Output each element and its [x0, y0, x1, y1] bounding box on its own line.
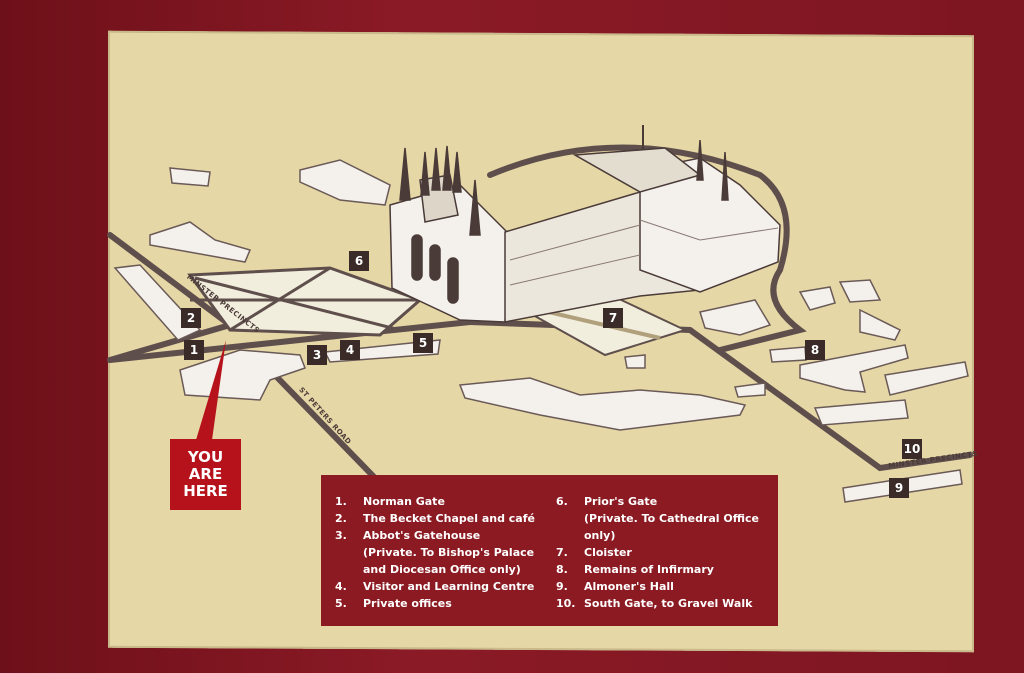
cathedral — [389, 125, 781, 323]
building — [734, 382, 766, 398]
building — [149, 221, 252, 263]
marker-5[interactable]: 5 — [413, 333, 433, 353]
buildings — [113, 159, 969, 503]
legend-column-right: 6.Prior's Gate (Private. To Cathedral Of… — [556, 493, 778, 612]
legend-item: 1.Norman Gate — [335, 495, 445, 508]
road-st-peters — [267, 367, 378, 481]
building — [169, 167, 211, 187]
legend-item: 3.Abbot's Gatehouse — [335, 529, 481, 542]
building — [813, 399, 909, 426]
building — [299, 159, 391, 206]
you-are-here-pointer — [196, 340, 226, 440]
road-north-loop — [487, 144, 807, 353]
legend-item: 8.Remains of Infirmary — [556, 563, 714, 576]
building — [624, 354, 646, 369]
road-main-west — [107, 319, 473, 363]
legend-item: 2.The Becket Chapel and café — [335, 512, 535, 525]
legend-column-left: 1.Norman Gate 2.The Becket Chapel and ca… — [335, 495, 535, 610]
marker-10[interactable]: 10 — [902, 439, 922, 459]
marker-2[interactable]: 2 — [181, 308, 201, 328]
building — [699, 299, 772, 336]
building — [799, 344, 909, 393]
building — [179, 349, 306, 401]
legend-item: 10.South Gate, to Gravel Walk — [556, 597, 753, 610]
building — [884, 361, 969, 396]
marker-3[interactable]: 3 — [307, 345, 327, 365]
you-are-here-sign: YOU ARE HERE — [170, 439, 241, 510]
building — [859, 308, 902, 341]
legend-item: 7.Cloister — [556, 546, 632, 559]
building — [113, 264, 202, 341]
legend-item: 4.Visitor and Learning Centre — [335, 580, 535, 593]
legend-item: 6.Prior's Gate — [556, 495, 658, 508]
building — [769, 346, 807, 363]
marker-1[interactable]: 1 — [184, 340, 204, 360]
legend-item: 5.Private offices — [335, 597, 452, 610]
building — [458, 377, 747, 431]
map-legend: 1.Norman Gate 2.The Becket Chapel and ca… — [321, 475, 778, 626]
marker-7[interactable]: 7 — [603, 308, 623, 328]
marker-8[interactable]: 8 — [805, 340, 825, 360]
lawn-paths — [190, 266, 420, 332]
marker-6[interactable]: 6 — [349, 251, 369, 271]
marker-9[interactable]: 9 — [889, 478, 909, 498]
marker-4[interactable]: 4 — [340, 340, 360, 360]
building — [838, 279, 882, 303]
legend-item: 9.Almoner's Hall — [556, 580, 674, 593]
building — [798, 286, 836, 311]
